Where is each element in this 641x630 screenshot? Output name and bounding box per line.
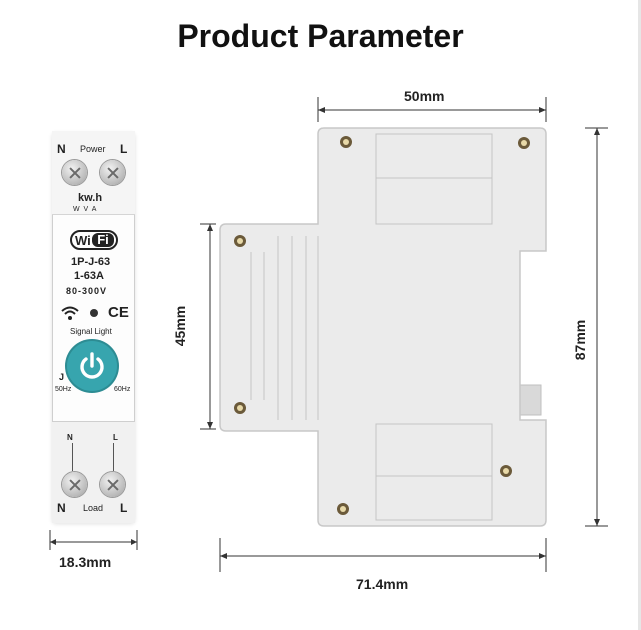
profile-screw-icon	[337, 503, 349, 515]
wire-line	[72, 443, 73, 471]
power-icon	[80, 352, 104, 379]
bottom-n-label: N	[57, 501, 66, 515]
profile-screw-icon	[234, 235, 246, 247]
load-label: Load	[83, 503, 104, 513]
profile-screw-icon	[500, 465, 512, 477]
hz-60-label: 60Hz	[114, 386, 131, 393]
power-button[interactable]	[67, 341, 117, 391]
power-label: Power	[80, 144, 106, 154]
rail-clip	[516, 384, 542, 416]
profile-body	[219, 127, 547, 527]
right-height-dimension	[585, 127, 608, 527]
screw-icon	[62, 472, 87, 497]
j-label: J	[59, 372, 65, 382]
current-label: 1-63A	[74, 270, 104, 282]
wifi-logo-right: Fi	[92, 233, 114, 247]
wifi-icon	[61, 306, 79, 320]
front-width-label: 18.3mm	[59, 554, 112, 570]
screw-icon	[100, 160, 125, 185]
wire-line	[113, 443, 114, 471]
profile-screw-icon	[234, 402, 246, 414]
top-l-label: L	[120, 142, 128, 156]
page-edge	[638, 0, 641, 630]
signal-light-icon	[90, 309, 98, 317]
profile-panel	[375, 475, 493, 521]
bottom-width-dimension	[219, 538, 547, 572]
screw-icon	[100, 472, 125, 497]
page-title: Product Parameter	[177, 18, 464, 54]
meter-label: kw.h	[78, 192, 103, 204]
ce-mark: CE	[108, 304, 129, 321]
left-height-dimension	[200, 223, 216, 430]
top-width-dimension	[317, 97, 547, 122]
right-height-label: 87mm	[572, 319, 589, 361]
bottom-terminal-band	[52, 421, 135, 523]
device-front: N Power L kw.h W V A Wi Fi 1P-J-63 1-63A…	[52, 131, 135, 523]
bottom-width-label: 71.4mm	[356, 576, 409, 592]
model-label: 1P-J-63	[71, 256, 111, 268]
wifi-logo-left: Wi	[75, 233, 91, 248]
profile-screw-icon	[340, 136, 352, 148]
bottom-n-small: N	[67, 433, 73, 442]
front-width-dimension	[49, 530, 138, 550]
bottom-l-small: L	[113, 433, 118, 442]
signal-light-label: Signal Light	[70, 327, 112, 336]
profile-panel	[375, 177, 493, 225]
meter-marks: W V A	[73, 206, 98, 213]
screw-icon	[62, 160, 87, 185]
profile-screw-icon	[518, 137, 530, 149]
wifi-logo: Wi Fi	[70, 230, 118, 250]
left-height-label: 45mm	[172, 305, 189, 347]
hz-50-label: 50Hz	[55, 386, 72, 393]
voltage-label: 80-300V	[66, 286, 108, 296]
top-n-label: N	[57, 142, 66, 156]
top-width-label: 50mm	[404, 88, 445, 104]
bottom-l-label: L	[120, 501, 128, 515]
